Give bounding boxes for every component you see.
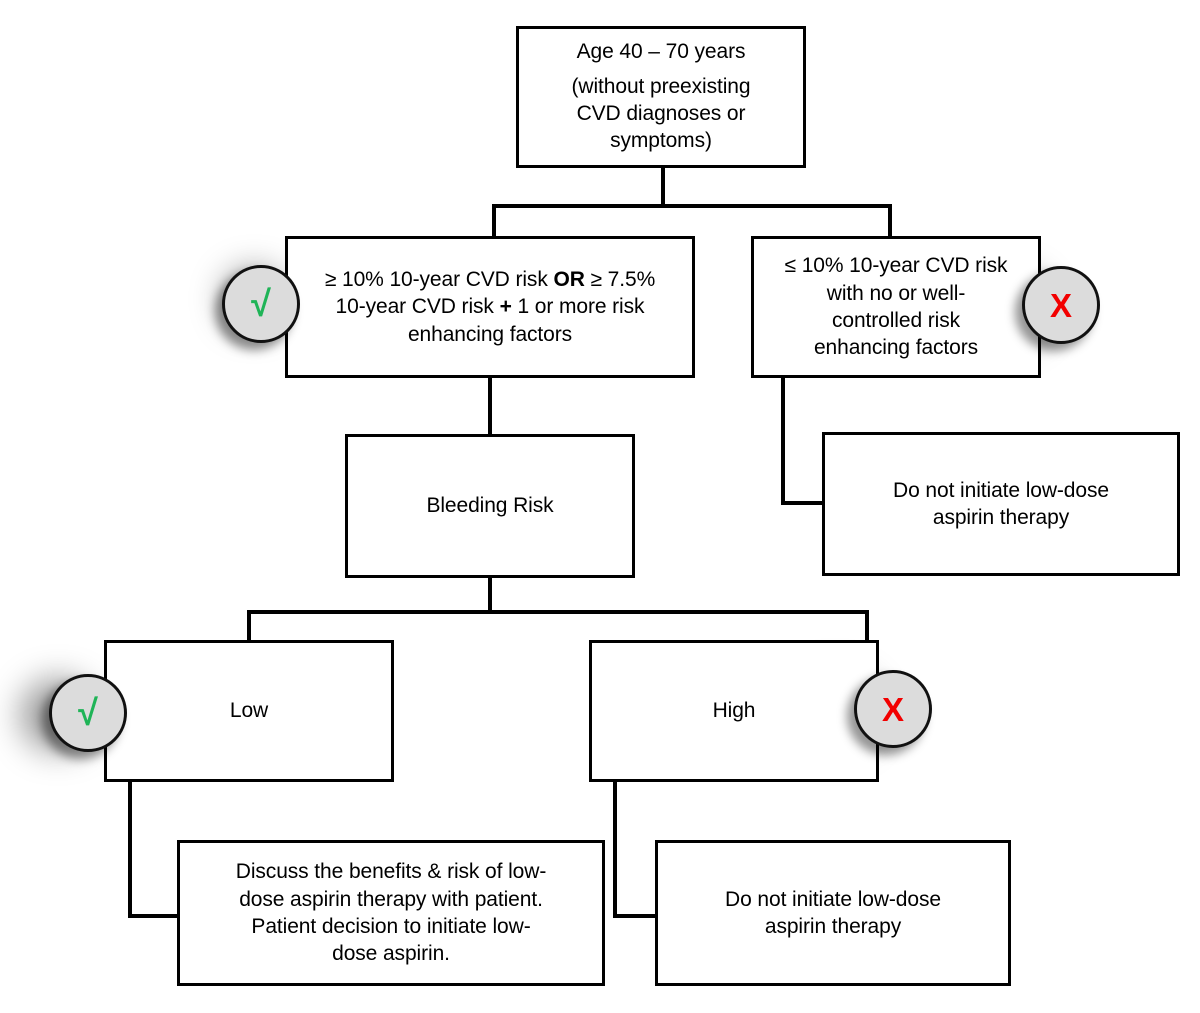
node-discuss[interactable]: Discuss the benefits & risk of low- dose…: [177, 840, 605, 986]
node-high-risk-bold-plus: +: [499, 295, 512, 319]
connector-low-risk-down: [781, 376, 785, 505]
node-high-risk[interactable]: ≥ 10% 10-year CVD risk OR ≥ 7.5% 10-year…: [285, 236, 695, 378]
cross-icon: X: [881, 690, 904, 728]
node-discuss-text: Discuss the benefits & risk of low- dose…: [235, 860, 547, 966]
badge-check-high-risk[interactable]: √: [222, 265, 300, 343]
node-high-risk-part2: ≥ 7.5% 10-year CVD risk: [335, 268, 656, 319]
connector-low-risk-right: [781, 501, 827, 505]
cross-icon: X: [1049, 286, 1072, 324]
connector-to-low-risk: [888, 204, 892, 236]
connector-bleed-high-down: [613, 780, 617, 918]
badge-cross-low-risk[interactable]: X: [1022, 266, 1100, 344]
connector-top-split-horizontal: [492, 204, 892, 208]
connector-bleed-high-right: [613, 914, 661, 918]
node-age-criteria[interactable]: Age 40 – 70 years (without preexisting CV…: [516, 26, 806, 168]
connector-to-bleed-low: [247, 610, 251, 642]
connector-to-high-risk: [492, 204, 496, 236]
badge-check-bleed-low[interactable]: √: [49, 674, 127, 752]
node-age-criteria-line2: (without preexisting CVD diagnoses or sy…: [571, 74, 751, 153]
node-high-risk-bold-or: OR: [553, 268, 585, 292]
check-icon: √: [251, 283, 271, 324]
node-bleed-low-text: Low: [229, 699, 269, 723]
connector-to-bleed-high: [865, 610, 869, 642]
node-high-risk-text: ≥ 10% 10-year CVD risk OR ≥ 7.5% 10-year…: [288, 266, 692, 348]
connector-bleeding-split-horizontal: [247, 610, 869, 614]
connector-bleeding-stem: [488, 576, 492, 612]
node-bleed-high-text: High: [712, 699, 756, 723]
node-low-risk-text: ≤ 10% 10-year CVD risk with no or well- …: [784, 254, 1008, 360]
node-bleeding-risk[interactable]: Bleeding Risk: [345, 434, 635, 578]
badge-cross-bleed-high[interactable]: X: [854, 670, 932, 748]
connector-bleed-low-down: [128, 780, 132, 918]
node-bleeding-risk-text: Bleeding Risk: [426, 494, 554, 518]
node-age-criteria-line1: Age 40 – 70 years: [576, 39, 746, 63]
node-high-risk-part3: 1 or more risk enhancing factors: [407, 295, 645, 346]
connector-bleed-low-right: [128, 914, 183, 918]
check-icon: √: [78, 692, 98, 733]
node-age-criteria-text: Age 40 – 70 years (without preexisting CV…: [519, 32, 803, 162]
node-bleed-low[interactable]: Low: [104, 640, 394, 782]
node-high-risk-part1: ≥ 10% 10-year CVD risk: [324, 268, 554, 292]
connector-high-risk-to-bleeding: [488, 376, 492, 436]
node-no-aspirin-bottom-text: Do not initiate low-dose aspirin therapy: [725, 887, 941, 938]
node-no-aspirin-right-text: Do not initiate low-dose aspirin therapy: [893, 478, 1109, 529]
node-no-aspirin-right[interactable]: Do not initiate low-dose aspirin therapy: [822, 432, 1180, 576]
connector-top-stem: [661, 166, 665, 206]
node-bleed-high[interactable]: High: [589, 640, 879, 782]
node-low-risk[interactable]: ≤ 10% 10-year CVD risk with no or well- …: [751, 236, 1041, 378]
node-no-aspirin-bottom[interactable]: Do not initiate low-dose aspirin therapy: [655, 840, 1011, 986]
